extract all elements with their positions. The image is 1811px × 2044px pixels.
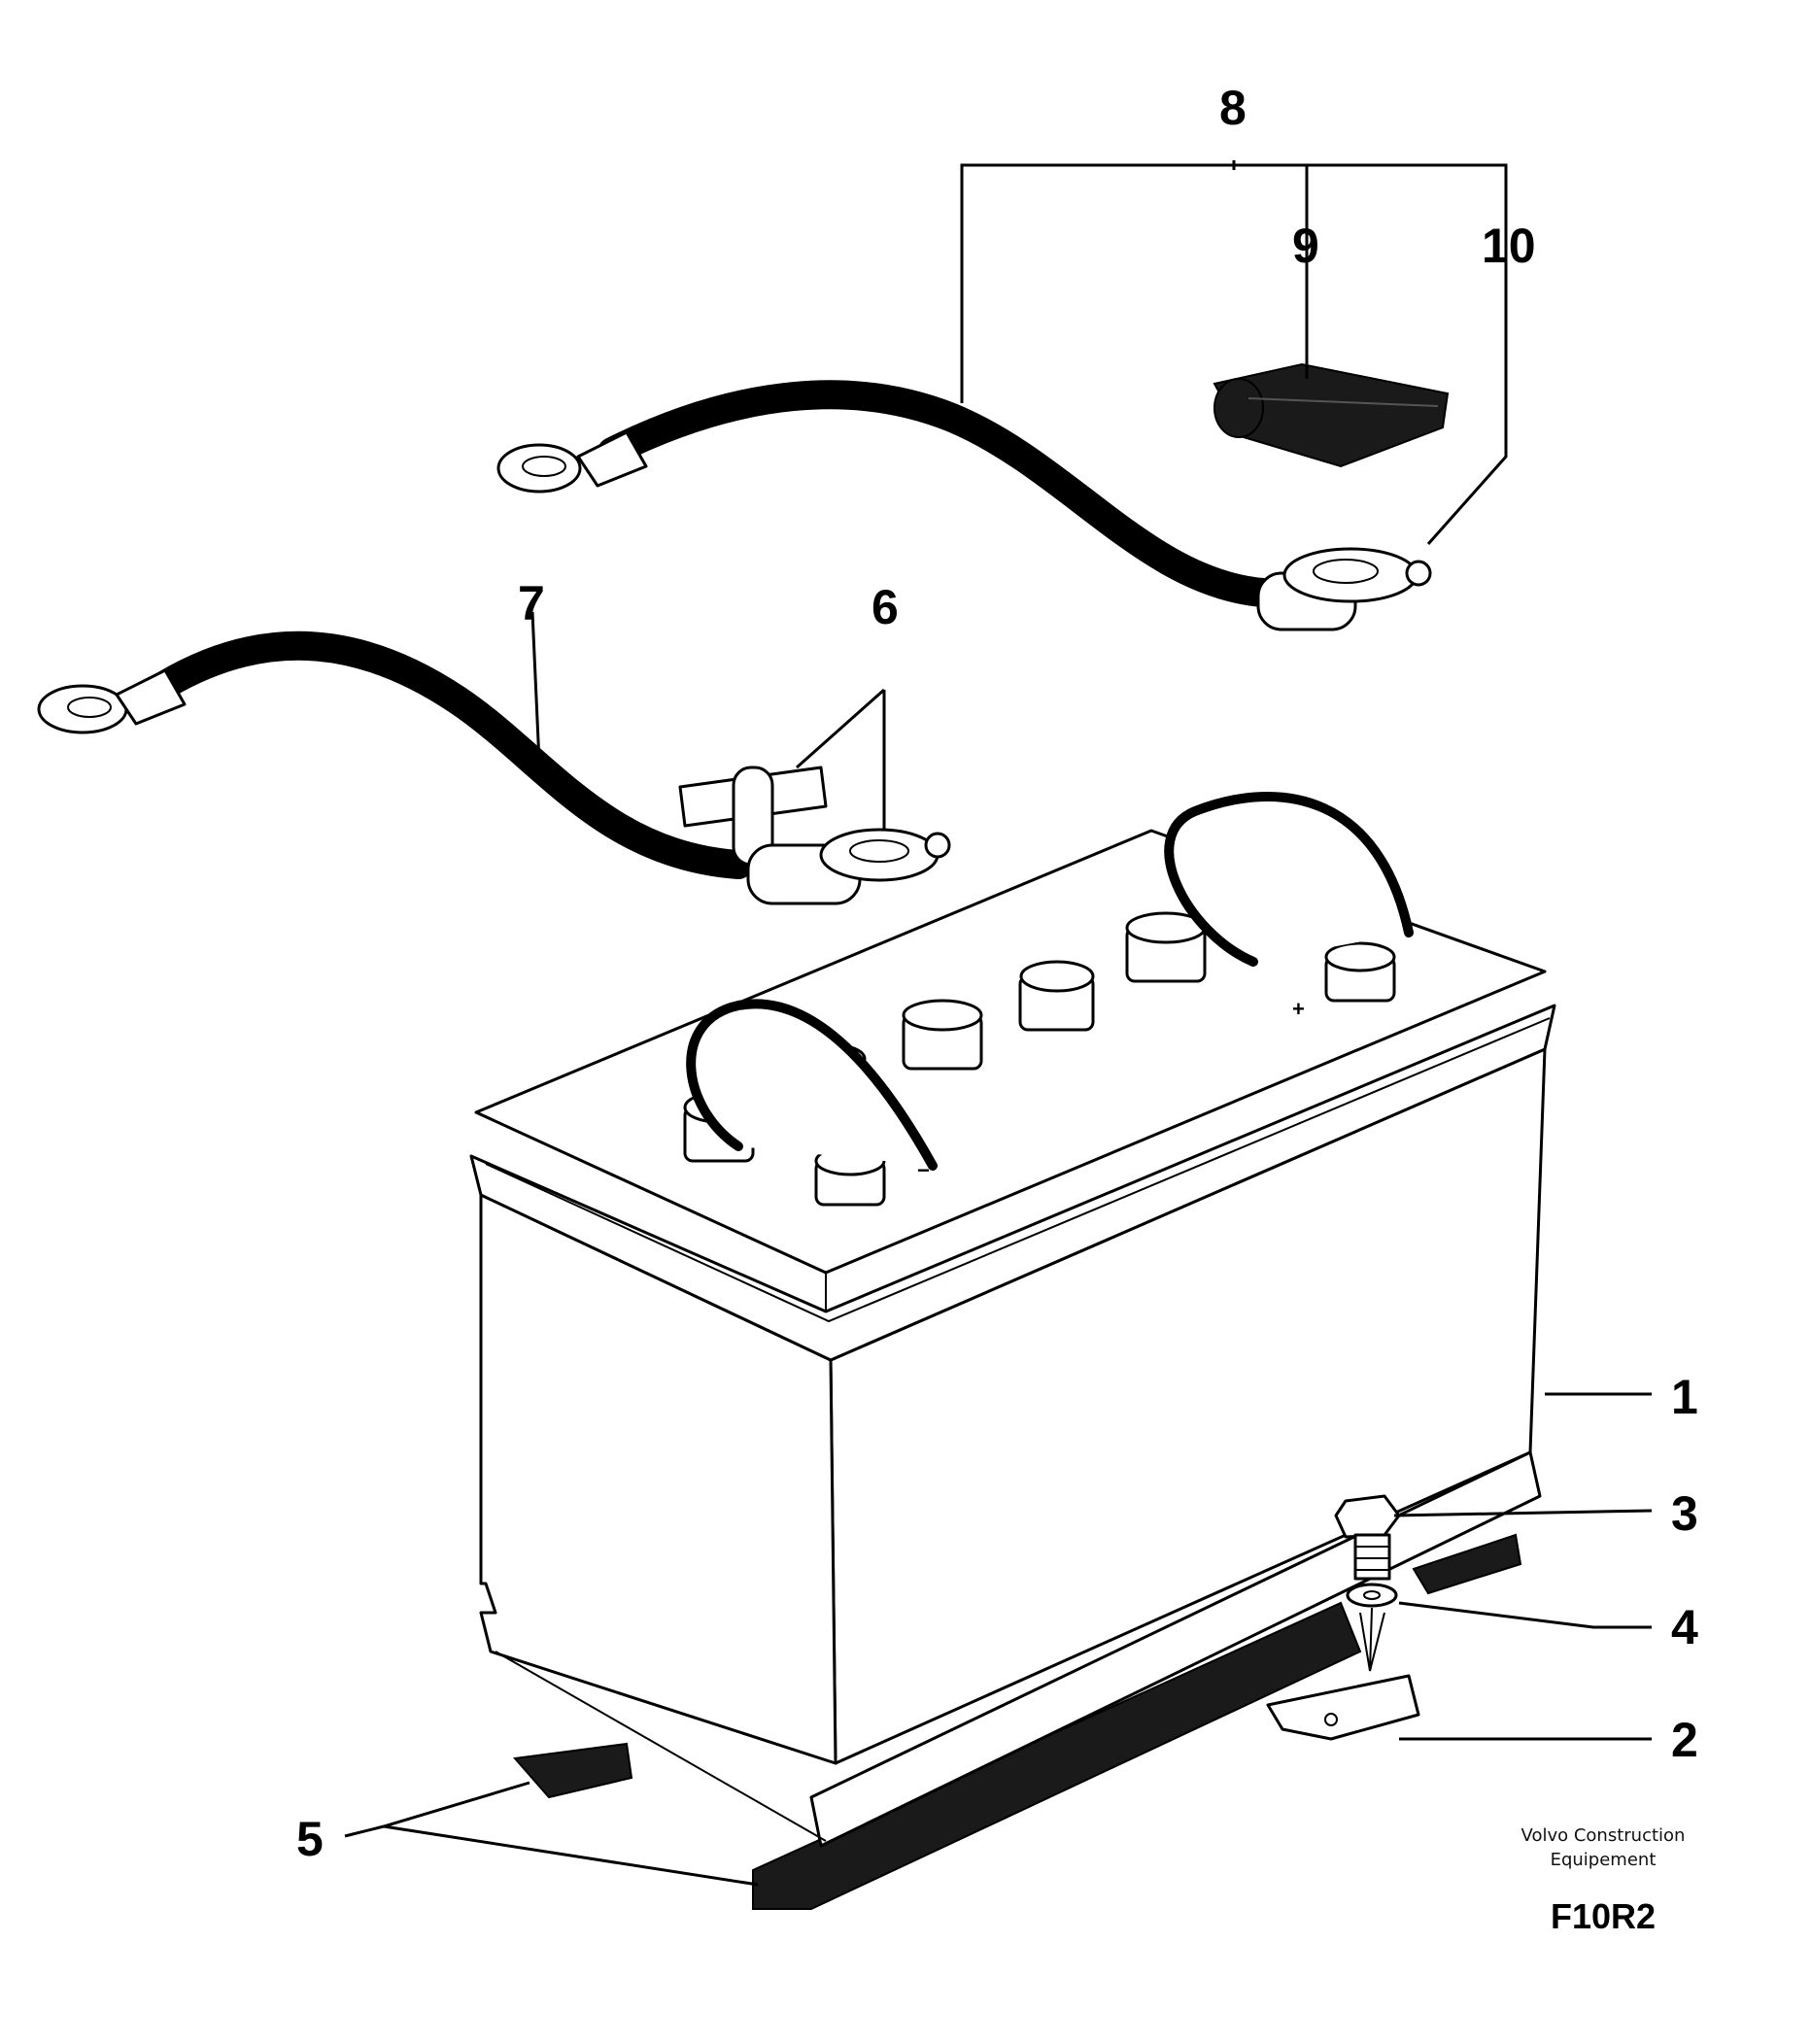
callout-9: 9 [1292, 219, 1319, 273]
terminal-cover [1213, 362, 1450, 468]
negative-cable [37, 630, 753, 879]
callout-numbers: 1 2 3 4 5 6 7 8 9 10 [296, 81, 1698, 1866]
callout-8: 8 [1219, 81, 1247, 135]
negative-terminal-clamp [678, 766, 951, 905]
callout-2: 2 [1671, 1713, 1698, 1767]
callout-7: 7 [518, 576, 545, 630]
washer [1346, 1583, 1398, 1608]
callout-4: 4 [1671, 1600, 1698, 1654]
callout-3: 3 [1671, 1486, 1698, 1541]
positive-cable [496, 380, 1278, 607]
negative-mark-icon: − [917, 1158, 930, 1182]
callout-1: 1 [1671, 1370, 1698, 1424]
hold-down-bracket [1266, 1674, 1420, 1741]
cell-cap [902, 999, 983, 1071]
mounting-bolt [1334, 1494, 1401, 1581]
terminal-post-positive [1324, 941, 1396, 1003]
callout-5: 5 [296, 1812, 324, 1866]
cell-cap [1018, 960, 1095, 1032]
positive-terminal-clamp [1256, 547, 1432, 631]
leader-lines [344, 160, 1653, 1887]
callout-10: 10 [1482, 219, 1536, 273]
callout-6: 6 [871, 580, 899, 634]
rubber-pads [513, 1533, 1522, 1910]
credit-line-1: Volvo Construction [1521, 1825, 1686, 1846]
credit-line-2: Equipement [1551, 1850, 1657, 1870]
positive-mark-icon: + [1292, 997, 1305, 1021]
battery-cell-caps: − + [683, 791, 1414, 1207]
cell-cap [1125, 911, 1207, 983]
figure-code: F10R2 [1551, 1896, 1656, 1936]
